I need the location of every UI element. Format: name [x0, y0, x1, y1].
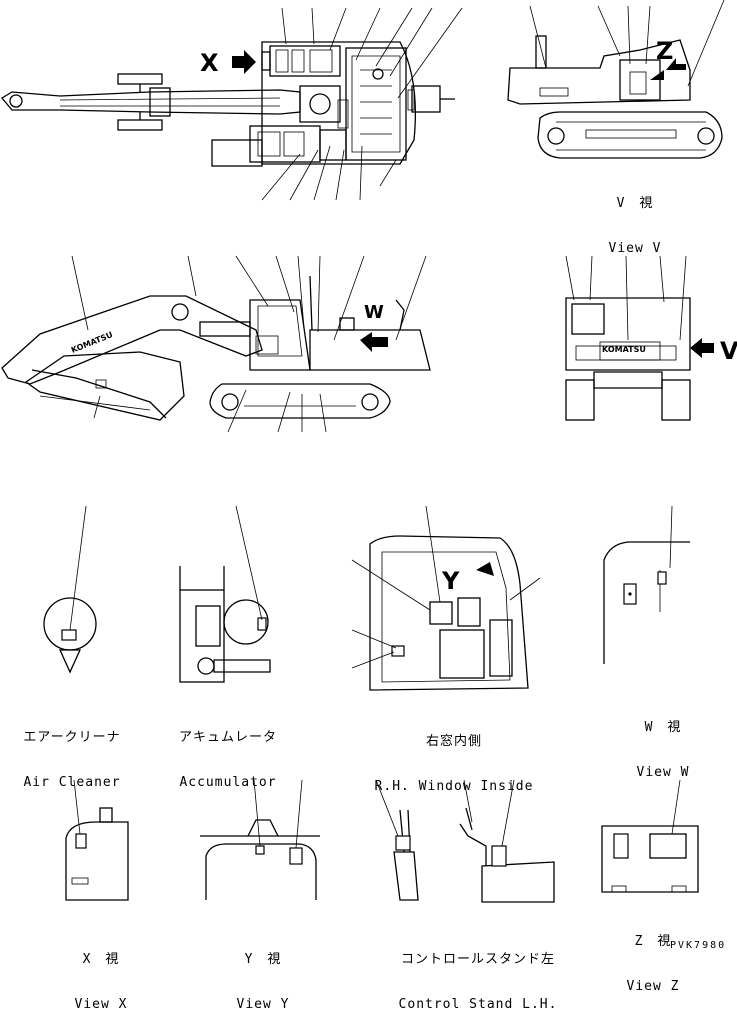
caption-jp: コントロールスタンド左 [400, 952, 555, 967]
view-z-drawing [601, 779, 699, 893]
caption-en: Control Stand L.H. [398, 997, 558, 1012]
caption-jp: W 視 [644, 720, 682, 735]
arrow-label-w: W [364, 302, 384, 323]
caption-view-z: Z 視 View Z [608, 904, 698, 1009]
caption-air-cleaner: エアークリーナ Air Cleaner [12, 700, 132, 805]
parts-diagram [1, 0, 725, 903]
view-v-drawing [507, 0, 725, 159]
arrow-label-x: X [200, 49, 219, 77]
accumulator-drawing [179, 505, 271, 683]
caption-jp: 右窓内側 [425, 734, 482, 749]
caption-jp: アキュムレータ [178, 730, 277, 745]
side-view-drawing [1, 255, 431, 433]
air-cleaner-drawing [43, 505, 97, 674]
rh-window-drawing [351, 505, 541, 691]
view-x-drawing [65, 779, 129, 901]
view-y-drawing [200, 779, 320, 900]
caption-rh-window: 右窓内側 R.H. Window Inside [364, 704, 544, 809]
caption-en: Accumulator [179, 775, 277, 790]
caption-jp: エアークリーナ [23, 730, 121, 745]
caption-view-v: V 視 View V [590, 166, 680, 271]
caption-en: View X [74, 997, 128, 1012]
caption-view-x: X 視 View X [56, 922, 146, 1027]
caption-jp: Y 視 [244, 952, 282, 967]
control-stand-drawing [375, 779, 555, 903]
drawing-code: PVK7980 [670, 940, 727, 951]
arrow-label-z: Z [656, 37, 674, 65]
caption-en: View Z [626, 979, 680, 994]
caption-jp: V 視 [616, 196, 654, 211]
rear-view-drawing [565, 255, 714, 421]
arrow-label-v: V [720, 337, 737, 365]
caption-jp: Z 視 [634, 934, 672, 949]
counterweight-brand-text: KOMATSU [602, 345, 646, 354]
caption-en: View W [636, 765, 690, 780]
caption-en: View Y [236, 997, 290, 1012]
caption-en: R.H. Window Inside [374, 779, 534, 794]
arrow-label-y: Y [442, 567, 460, 595]
caption-view-w: W 視 View W [618, 690, 708, 795]
top-view-drawing [1, 7, 463, 201]
caption-en: View V [608, 241, 662, 256]
caption-en: Air Cleaner [23, 775, 121, 790]
caption-jp: X 視 [82, 952, 120, 967]
caption-control-stand: コントロールスタンド左 Control Stand L.H. [388, 922, 568, 1027]
caption-accumulator: アキュムレータ Accumulator [166, 700, 290, 805]
caption-view-y: Y 視 View Y [218, 922, 308, 1027]
view-w-drawing [603, 505, 690, 664]
